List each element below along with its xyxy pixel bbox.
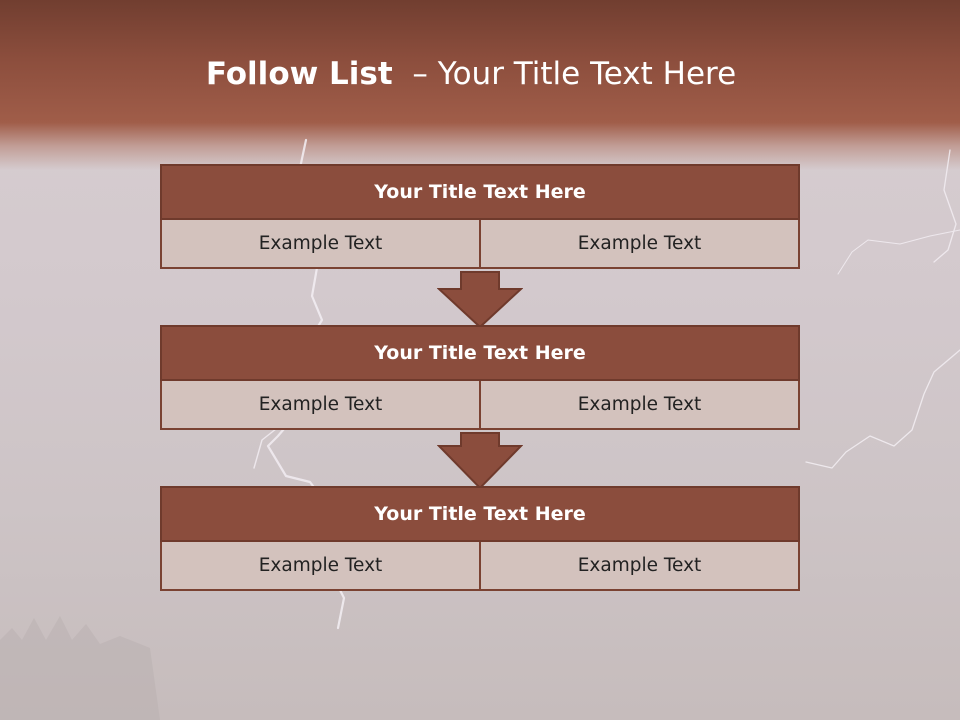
- slide-title: Follow List – Your Title Text Here: [0, 56, 942, 92]
- step-row: Example Text Example Text: [160, 381, 800, 430]
- step-left-cell: Example Text: [160, 542, 481, 591]
- slide-title-bold: Follow List: [205, 56, 393, 92]
- down-arrow-icon: [437, 432, 523, 490]
- step-right-cell: Example Text: [481, 542, 800, 591]
- step-card-3: Your Title Text Here Example Text Exampl…: [160, 486, 800, 591]
- step-title: Your Title Text Here: [160, 325, 800, 381]
- header-band: [0, 0, 960, 170]
- step-row: Example Text Example Text: [160, 220, 800, 269]
- step-row: Example Text Example Text: [160, 542, 800, 591]
- step-title: Your Title Text Here: [160, 486, 800, 542]
- step-title: Your Title Text Here: [160, 164, 800, 220]
- step-right-cell: Example Text: [481, 381, 800, 430]
- down-arrow-icon: [437, 271, 523, 329]
- step-card-2: Your Title Text Here Example Text Exampl…: [160, 325, 800, 430]
- step-left-cell: Example Text: [160, 220, 481, 269]
- step-card-1: Your Title Text Here Example Text Exampl…: [160, 164, 800, 269]
- step-right-cell: Example Text: [481, 220, 800, 269]
- step-left-cell: Example Text: [160, 381, 481, 430]
- slide-title-rest: – Your Title Text Here: [392, 56, 737, 92]
